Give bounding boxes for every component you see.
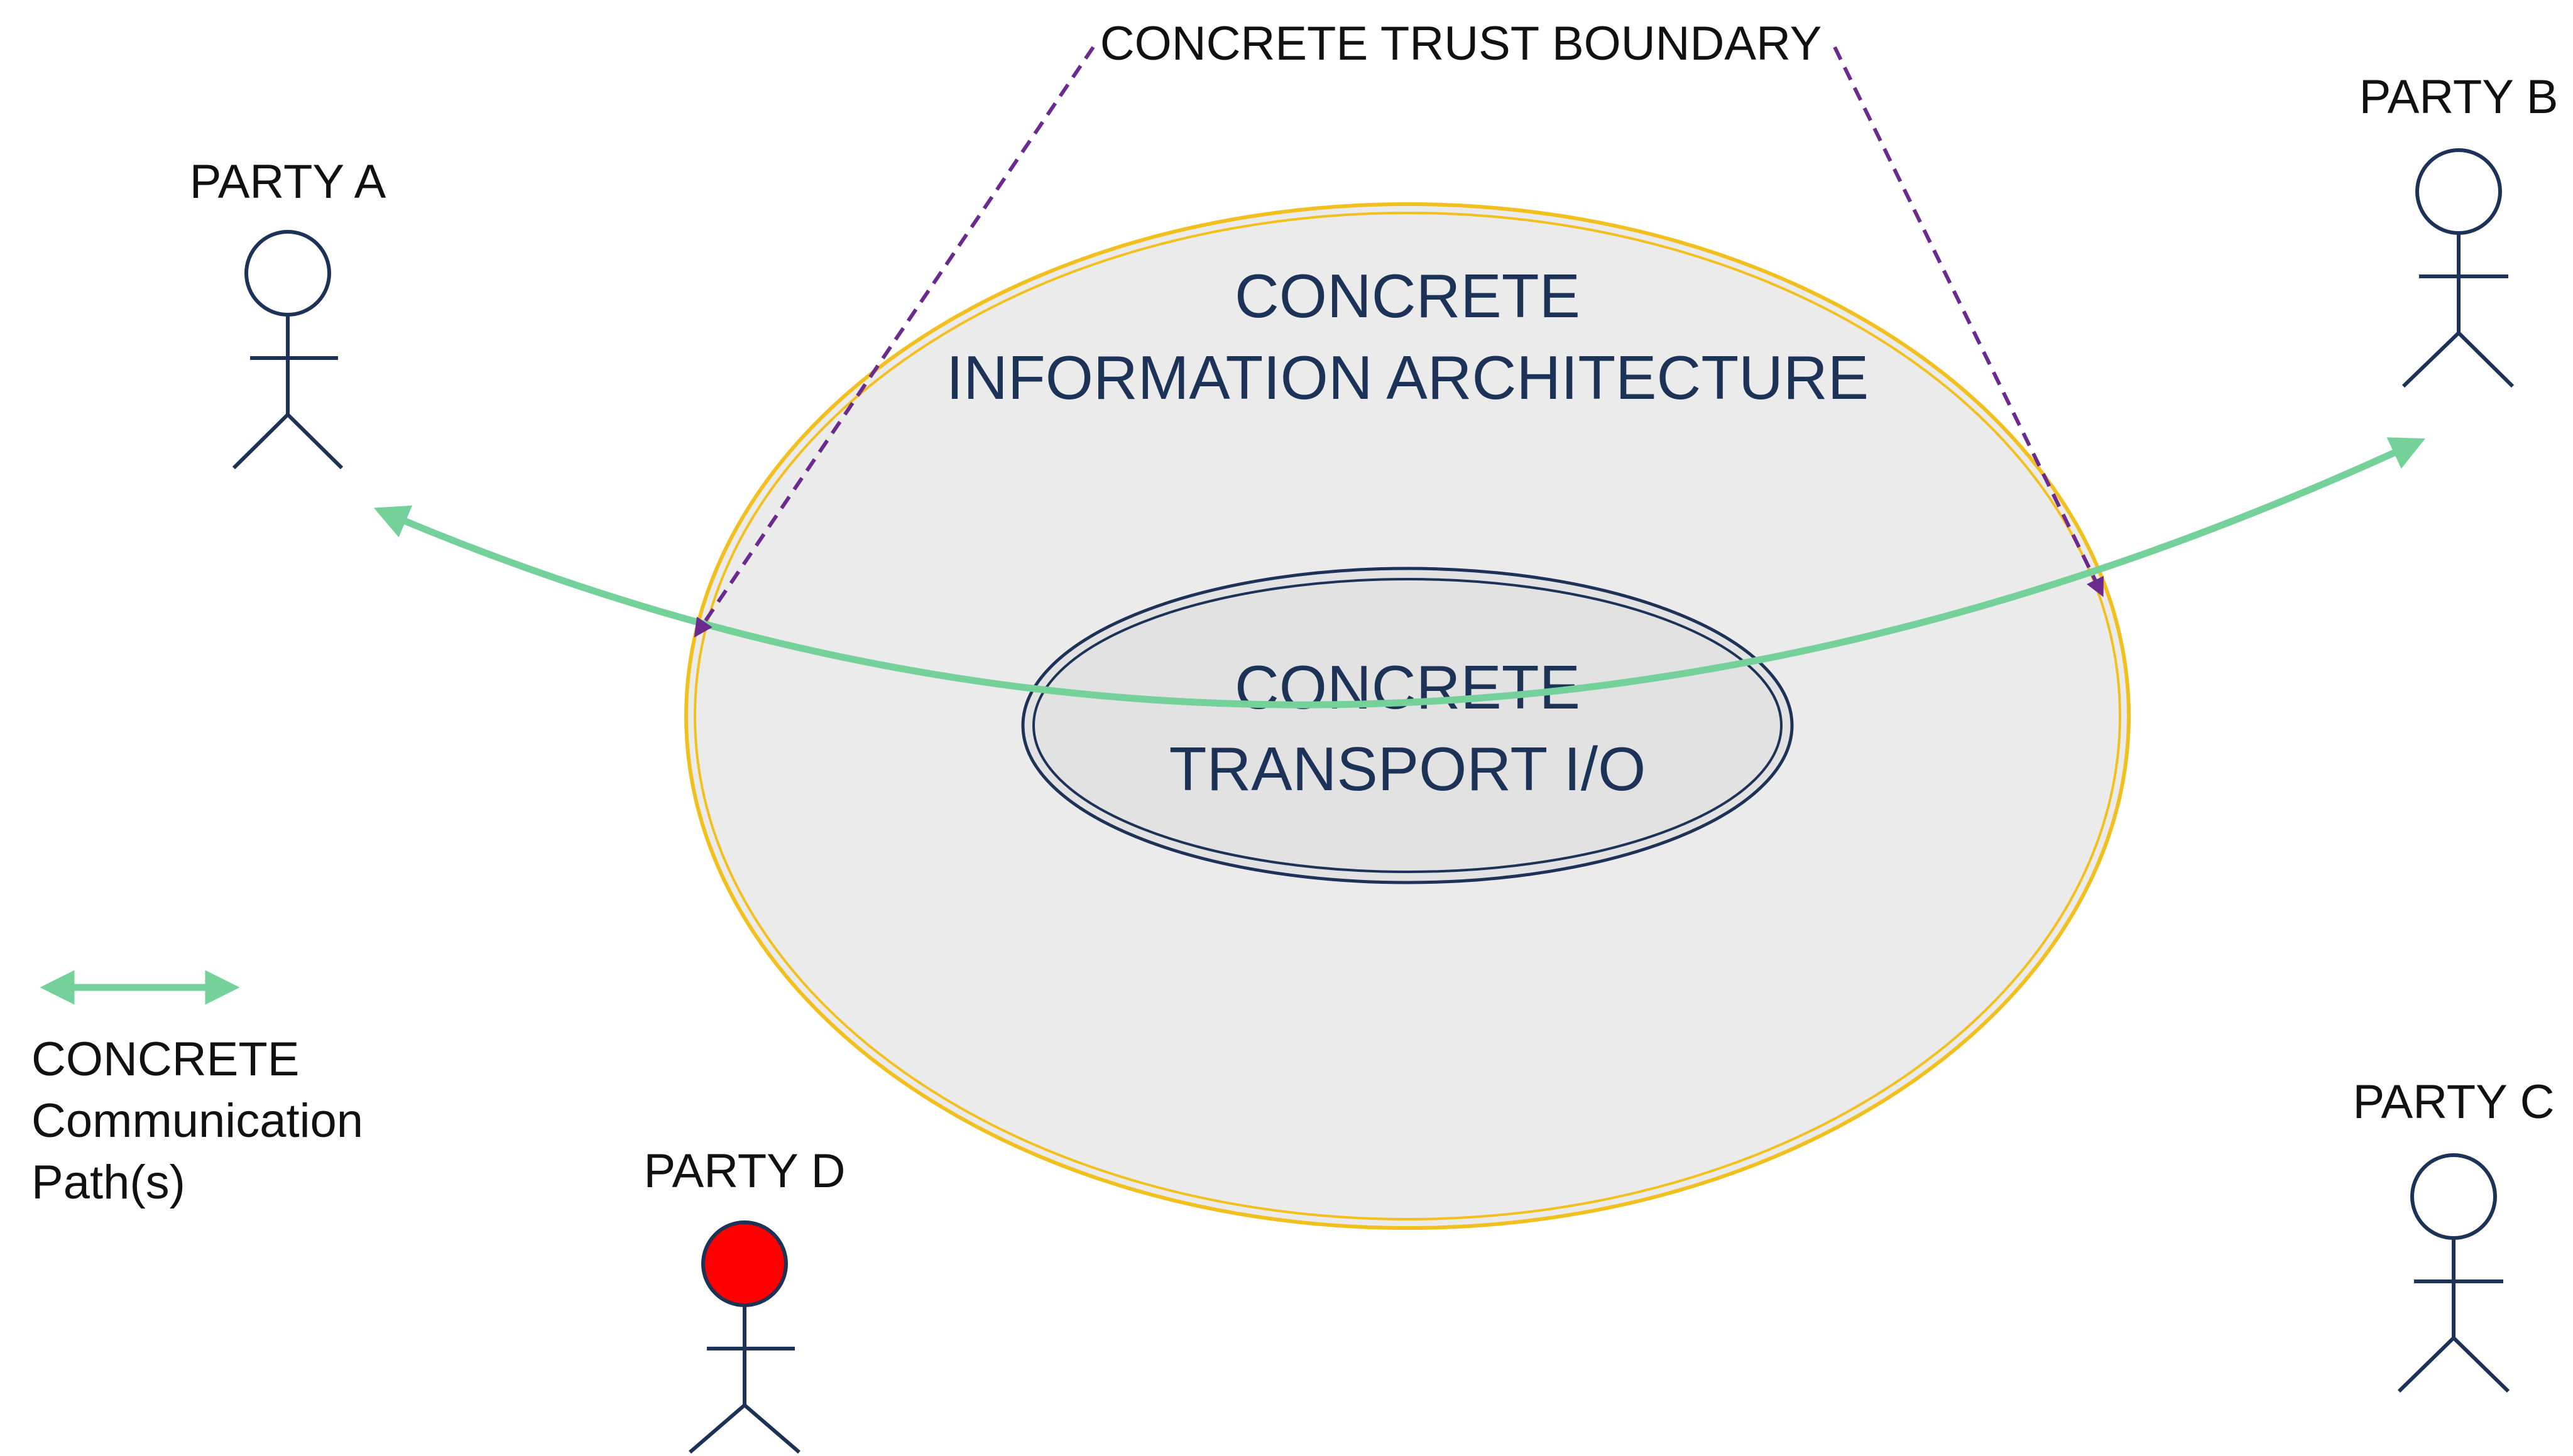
legend-label-line1: CONCRETE bbox=[31, 1033, 299, 1086]
party-a-head bbox=[244, 230, 331, 317]
transport-io-label-line1: CONCRETE bbox=[1235, 653, 1580, 722]
party-c-head bbox=[2410, 1153, 2497, 1240]
party-b-figure bbox=[2401, 148, 2515, 388]
information-architecture-label-line1: CONCRETE bbox=[1235, 261, 1580, 330]
legend-label-line2: Communication bbox=[31, 1094, 363, 1148]
trust-boundary-pointer-right bbox=[1833, 46, 2104, 597]
legend-label-line3: Path(s) bbox=[31, 1156, 185, 1209]
party-c-label: PARTY C bbox=[2353, 1075, 2555, 1129]
party-d-figure bbox=[689, 1220, 800, 1454]
information-architecture-label-line2: INFORMATION ARCHITECTURE bbox=[946, 343, 1869, 412]
party-d-head bbox=[701, 1220, 788, 1307]
communication-path-arrow bbox=[373, 437, 2425, 709]
party-c-figure bbox=[2397, 1153, 2510, 1393]
party-d-label: PARTY D bbox=[644, 1144, 846, 1198]
trust-boundary-pointer-left bbox=[694, 46, 1095, 638]
transport-io-ellipse bbox=[1021, 567, 1794, 884]
party-a-label: PARTY A bbox=[190, 155, 386, 209]
party-a-figure bbox=[232, 230, 344, 470]
trust-boundary-label: CONCRETE TRUST BOUNDARY bbox=[1100, 17, 1822, 70]
party-b-label: PARTY B bbox=[2359, 70, 2559, 124]
transport-io-label-line2: TRANSPORT I/O bbox=[1169, 734, 1646, 803]
party-b-head bbox=[2415, 148, 2502, 235]
